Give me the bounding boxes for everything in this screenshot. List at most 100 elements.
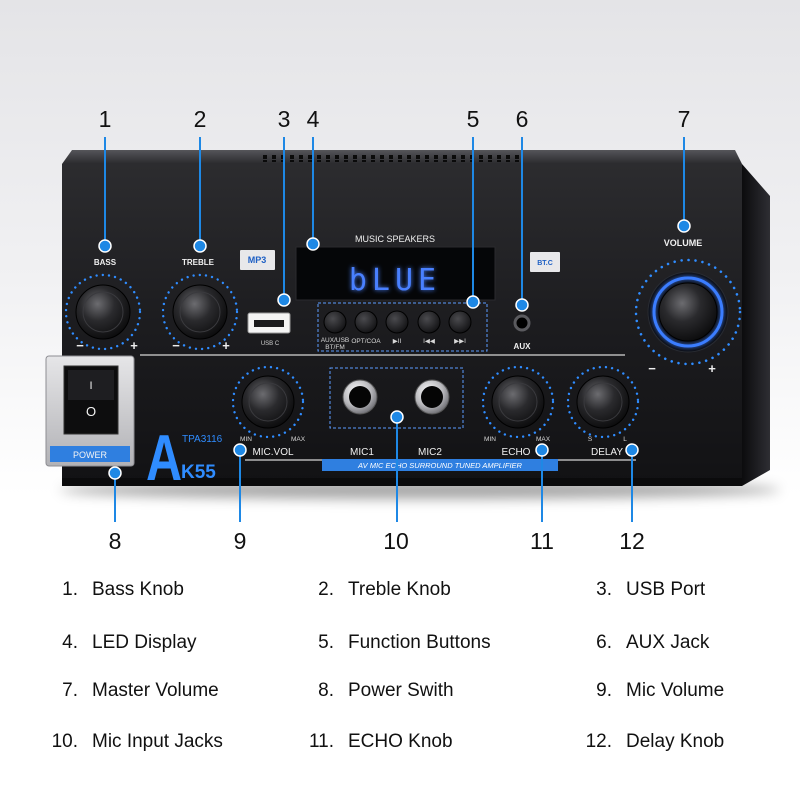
side-panel	[742, 164, 770, 486]
volume-knob[interactable]	[634, 258, 742, 366]
usb-port[interactable]	[247, 312, 291, 334]
play-pause-button[interactable]	[385, 310, 409, 334]
legend-item-3: 3. USB Port	[562, 578, 705, 602]
mic-jacks-frame	[329, 367, 464, 429]
legend-label: Bass Knob	[92, 579, 184, 600]
next-button[interactable]	[448, 310, 472, 334]
callout-number-11: 11	[530, 528, 554, 554]
next-icon: ▶▶I	[454, 338, 466, 345]
brand-logo: A TPA3116 K55	[146, 423, 223, 495]
callout-number-9: 9	[234, 528, 247, 554]
delay-max-label: L	[623, 436, 627, 443]
mic1-jack-socket[interactable]	[349, 386, 371, 408]
bottom-strip	[62, 478, 742, 486]
callout-dot-3	[277, 293, 291, 307]
bt-fm-button-label: BT/FM	[325, 344, 345, 351]
legend-number: 11.	[308, 731, 334, 752]
volume-knob-cap[interactable]	[658, 282, 718, 342]
mp3-badge: MP3	[240, 250, 275, 270]
treble-minus-label: −	[172, 338, 180, 353]
callout-number-5: 5	[467, 106, 480, 132]
legend-item-7: 7. Master Volume	[28, 679, 219, 703]
mic-volume-label: MIC.VOL	[252, 447, 294, 458]
mic-volume-knob[interactable]	[231, 365, 305, 439]
bass-knob-cap[interactable]	[75, 284, 131, 340]
aux-jack[interactable]	[513, 314, 531, 332]
legend-item-8: 8. Power Swith	[284, 679, 453, 703]
bass-scale-dots	[64, 273, 142, 351]
legend-label: USB Port	[626, 579, 706, 600]
usb-port-slot	[254, 320, 284, 327]
callout-number-12: 12	[619, 528, 645, 554]
brand-model: K55	[181, 462, 216, 483]
bass-minus-label: −	[76, 338, 84, 353]
treble-knob-cap[interactable]	[172, 284, 228, 340]
delay-knob-cap[interactable]	[576, 375, 630, 429]
callout-number-6: 6	[516, 106, 529, 132]
treble-knob[interactable]	[161, 273, 239, 351]
previous-button[interactable]	[417, 310, 441, 334]
legend-number: 9.	[596, 680, 612, 701]
led-display-screen	[295, 246, 496, 301]
legend-number: 3.	[596, 579, 612, 600]
delay-knob[interactable]	[566, 365, 640, 439]
legend-item-11: 11. ECHO Knob	[284, 730, 453, 754]
callout-dot-7	[677, 219, 691, 233]
mic1-label: MIC1	[350, 447, 374, 458]
callout-dot-2	[193, 239, 207, 253]
mic1-jack[interactable]	[342, 379, 378, 415]
mic-volume-knob-cap[interactable]	[241, 375, 295, 429]
power-label-bar	[50, 446, 130, 462]
legend-number: 4.	[62, 632, 78, 653]
callout-dot-4	[306, 237, 320, 251]
power-label: POWER	[73, 450, 108, 460]
delay-scale-dots	[566, 365, 640, 439]
callouts-top: 1 2 3 4 5 6 7	[98, 106, 691, 312]
legend-number: 7.	[62, 680, 78, 701]
bass-knob[interactable]	[64, 273, 142, 351]
mic-volume-min-label: MIN	[240, 436, 252, 443]
power-switch[interactable]: I O POWER	[45, 355, 135, 467]
delay-label: DELAY	[591, 447, 623, 458]
mic2-label: MIC2	[418, 447, 442, 458]
play-pause-icon: ▶II	[393, 338, 402, 345]
echo-max-label: MAX	[536, 436, 551, 443]
mic2-jack[interactable]	[414, 379, 450, 415]
aux-usb-button[interactable]	[323, 310, 347, 334]
model-banner-bg	[322, 459, 558, 471]
callout-dot-12	[625, 443, 639, 457]
treble-label: TREBLE	[182, 258, 215, 267]
callout-dot-9	[233, 443, 247, 457]
aux-jack-socket[interactable]	[513, 314, 531, 332]
echo-knob[interactable]	[481, 365, 555, 439]
legend-number: 2.	[318, 579, 334, 600]
display-title: MUSIC SPEAKERS	[355, 234, 435, 244]
opt-coa-button-label: OPT/COA	[351, 338, 381, 345]
volume-label: VOLUME	[664, 238, 703, 248]
opt-coa-button[interactable]	[354, 310, 378, 334]
power-on-mark: I	[89, 380, 92, 392]
callout-number-3: 3	[278, 106, 291, 132]
mic2-jack-socket[interactable]	[421, 386, 443, 408]
legend-label: ECHO Knob	[348, 731, 453, 752]
echo-label: ECHO	[502, 447, 531, 458]
legend-label: Master Volume	[92, 680, 219, 701]
legend-item-6: 6. AUX Jack	[562, 631, 709, 655]
led-display-text: bLUE	[349, 263, 441, 298]
usb-label: USB C	[261, 341, 280, 347]
echo-min-label: MIN	[484, 436, 496, 443]
legend-label: Mic Input Jacks	[92, 731, 223, 752]
mic-volume-max-label: MAX	[291, 436, 306, 443]
callout-dot-6	[515, 298, 529, 312]
legend-item-2: 2. Treble Knob	[284, 578, 451, 602]
legend-label: Mic Volume	[626, 680, 725, 701]
legend-label: LED Display	[92, 632, 197, 653]
echo-knob-cap[interactable]	[491, 375, 545, 429]
legend-number: 6.	[596, 632, 612, 653]
function-buttons-frame	[317, 302, 488, 352]
treble-knob-ring	[179, 291, 221, 333]
brand-letter: A	[146, 423, 182, 495]
legend-label: AUX Jack	[626, 632, 710, 653]
callout-number-7: 7	[678, 106, 691, 132]
